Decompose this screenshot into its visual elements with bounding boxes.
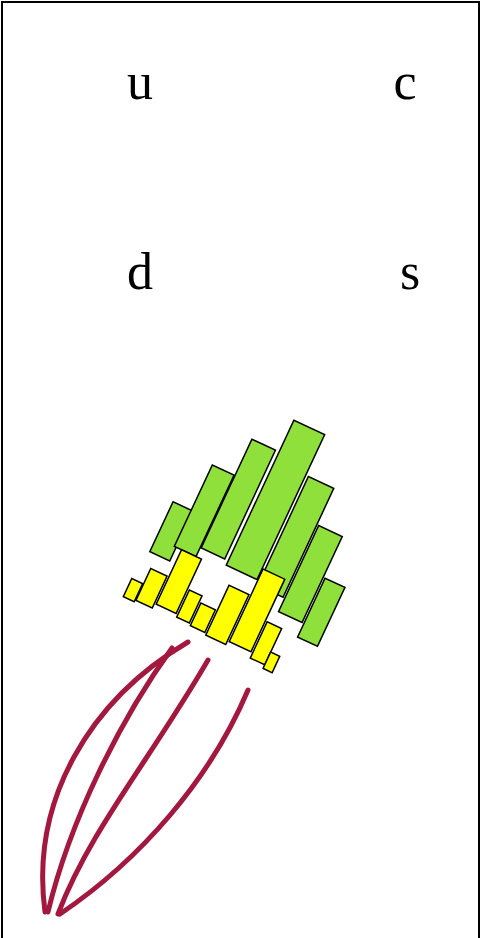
green-bar <box>298 578 345 646</box>
bar-cluster <box>121 386 400 685</box>
quark-label: u <box>127 56 153 108</box>
quark-label: s <box>400 246 420 298</box>
quark-label: d <box>127 246 153 298</box>
curved-strands <box>43 642 248 914</box>
quark-label: c <box>393 56 416 108</box>
yellow-bar <box>263 652 280 673</box>
